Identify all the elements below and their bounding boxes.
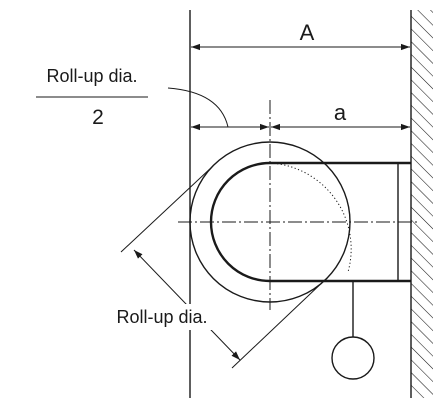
wall [410,10,433,398]
housing-hidden-arc [269,162,352,273]
half-diameter-leader [167,87,229,128]
pull-cord [331,281,375,380]
dimension-a-label: a [334,100,347,125]
dimension-half-diameter: Roll-up dia. 2 [36,66,269,131]
dimension-A-label: A [300,20,315,45]
diameter-label-background [104,304,224,330]
dimension-A: A [191,20,410,51]
dimension-a: a [271,100,410,131]
half-diameter-numerator-label: Roll-up dia. [46,66,137,86]
wall-hatching [411,10,433,398]
half-diameter-denominator-label: 2 [92,106,104,129]
diameter-extension-line-upper [120,165,214,253]
dimension-roll-up-diameter: Roll-up dia. [104,165,328,369]
diameter-extension-line-lower [231,277,328,369]
roll-up-diameter-label: Roll-up dia. [116,307,207,327]
pull-cord-ball [331,336,375,380]
